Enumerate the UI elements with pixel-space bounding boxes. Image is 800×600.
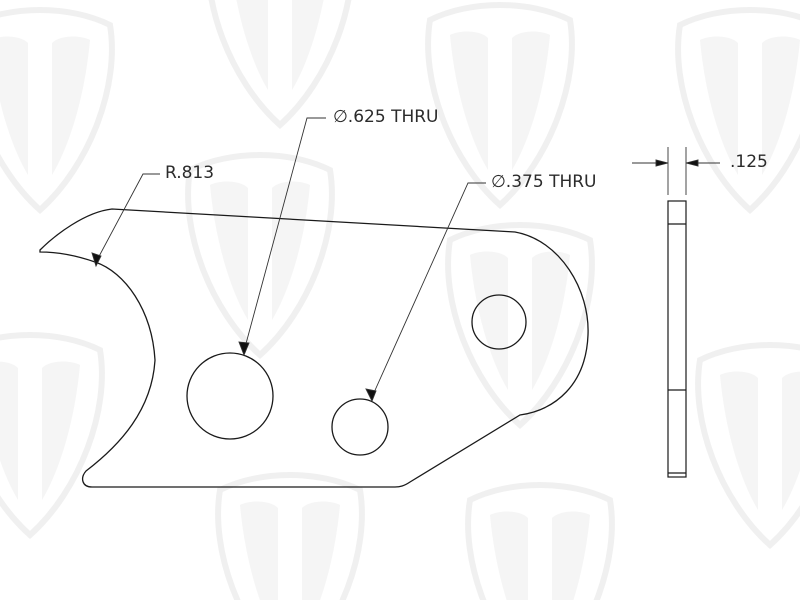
side-view bbox=[667, 200, 687, 478]
thickness-dimension bbox=[632, 147, 720, 195]
small-hole-callout: ∅.375 THRU bbox=[491, 172, 597, 192]
large-hole bbox=[186, 352, 274, 440]
front-view bbox=[39, 208, 589, 488]
leaders bbox=[91, 117, 486, 403]
radius-callout: R.813 bbox=[165, 163, 215, 183]
small-hole-upper bbox=[471, 294, 527, 350]
large-hole-callout: ∅.625 THRU bbox=[333, 107, 439, 127]
part-outline bbox=[39, 208, 589, 488]
thickness-callout: .125 bbox=[730, 152, 768, 172]
small-hole-lower bbox=[331, 398, 389, 456]
